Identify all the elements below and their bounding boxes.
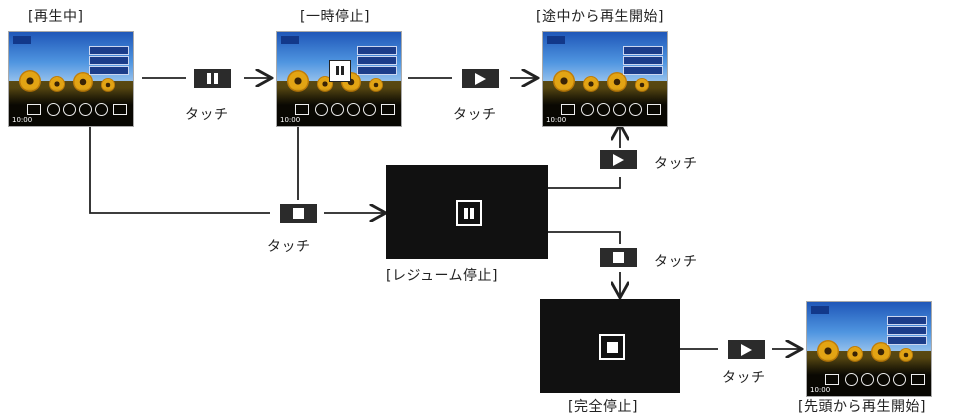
label-resume-mid: [途中から再生開始] [536, 9, 664, 25]
touch-label: タッチ [267, 239, 311, 255]
panel-resume-stop [386, 165, 548, 259]
label-resume-start: [先頭から再生開始] [798, 399, 926, 415]
connector-line [548, 231, 621, 244]
connector-line [548, 177, 621, 189]
touch-label: タッチ [453, 107, 497, 123]
touch-label: タッチ [185, 107, 229, 123]
pause-button[interactable] [194, 69, 231, 88]
play-button[interactable] [728, 340, 765, 359]
play-icon [741, 343, 752, 356]
connector-line [89, 126, 270, 214]
label-full-stop: [完全停止] [568, 399, 638, 415]
stop-icon [599, 334, 625, 360]
label-playing: [再生中] [28, 9, 84, 25]
play-button[interactable] [462, 69, 499, 88]
label-resume-stop: [レジューム停止] [386, 268, 499, 284]
screen-playing: 10:00 [8, 31, 134, 127]
pause-icon [329, 59, 351, 82]
touch-label: タッチ [722, 370, 766, 386]
play-icon [613, 153, 624, 166]
screen-paused: 10:00 [276, 31, 402, 127]
time-readout: 10:00 [546, 116, 567, 124]
play-button[interactable] [600, 150, 637, 169]
play-icon [475, 72, 486, 85]
stop-button[interactable] [600, 248, 637, 267]
pause-icon [207, 73, 218, 84]
pause-icon [456, 200, 482, 226]
time-readout: 10:00 [12, 116, 33, 124]
stop-icon [293, 208, 304, 219]
stop-icon [613, 252, 624, 263]
touch-label: タッチ [654, 156, 698, 172]
time-readout: 10:00 [810, 386, 831, 394]
time-readout: 10:00 [280, 116, 301, 124]
screen-resume-mid: 10:00 [542, 31, 668, 127]
touch-label: タッチ [654, 254, 698, 270]
label-paused: [一時停止] [300, 9, 370, 25]
screen-resume-start: 10:00 [806, 301, 932, 397]
panel-full-stop [540, 299, 680, 393]
stop-button[interactable] [280, 204, 317, 223]
